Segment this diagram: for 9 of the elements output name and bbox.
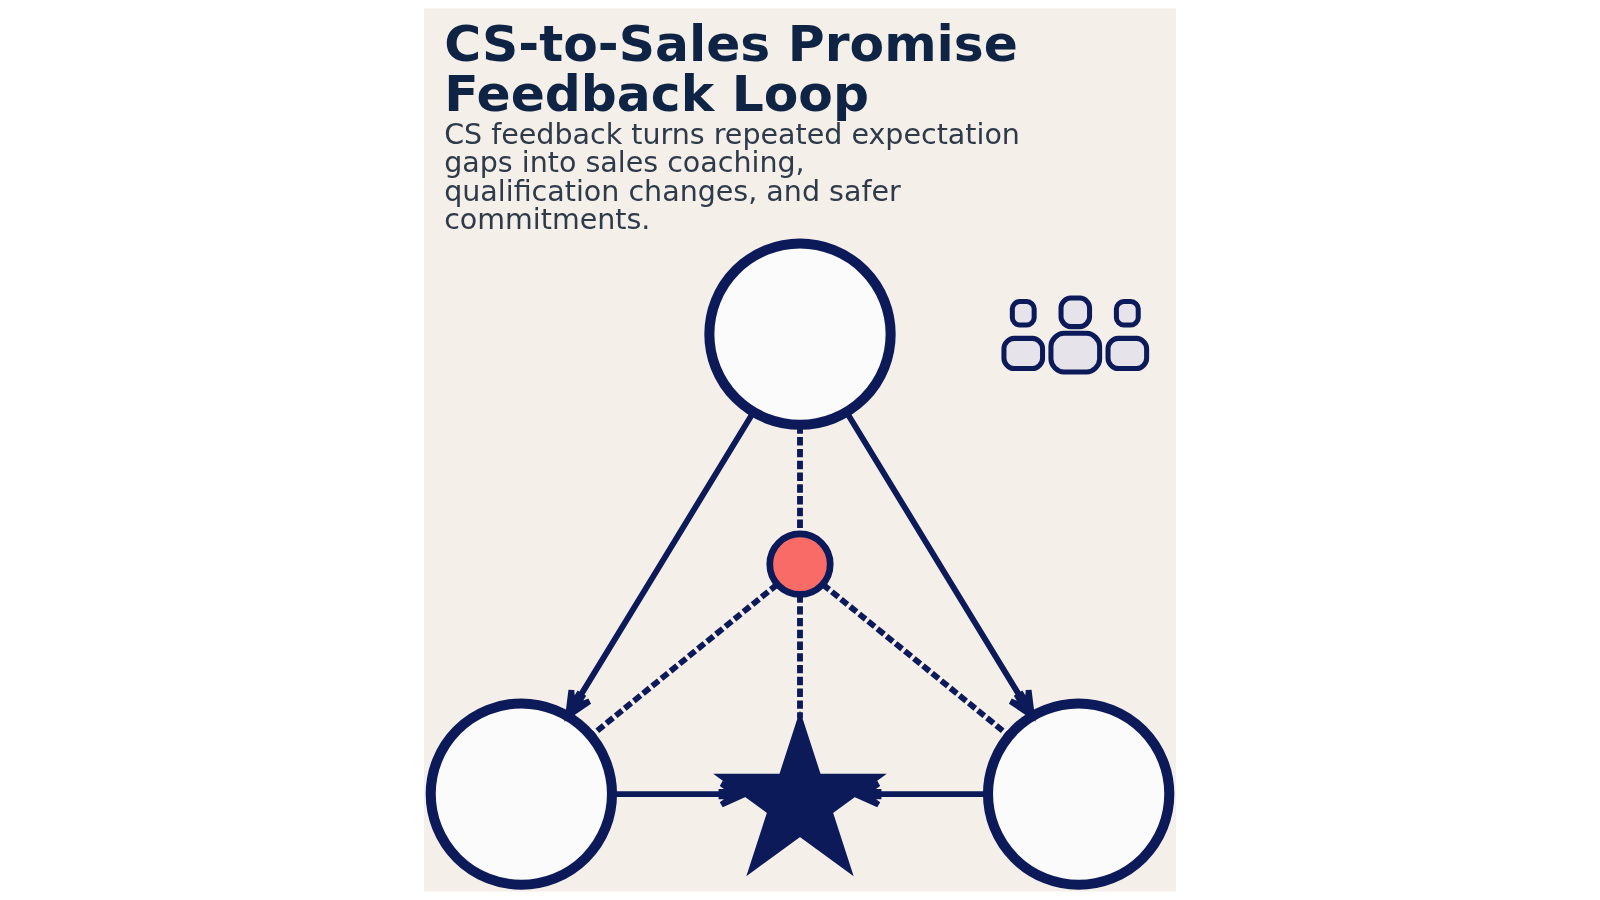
connector — [797, 594, 803, 719]
connector — [797, 425, 803, 534]
node-person — [982, 698, 1175, 890]
node-person — [704, 238, 896, 430]
connector — [589, 582, 780, 738]
node-person — [425, 698, 618, 890]
connector — [820, 582, 1011, 738]
node-circle — [766, 530, 834, 598]
diagram-title: CS-to-Sales Promise Feedback Loop — [444, 13, 1018, 123]
